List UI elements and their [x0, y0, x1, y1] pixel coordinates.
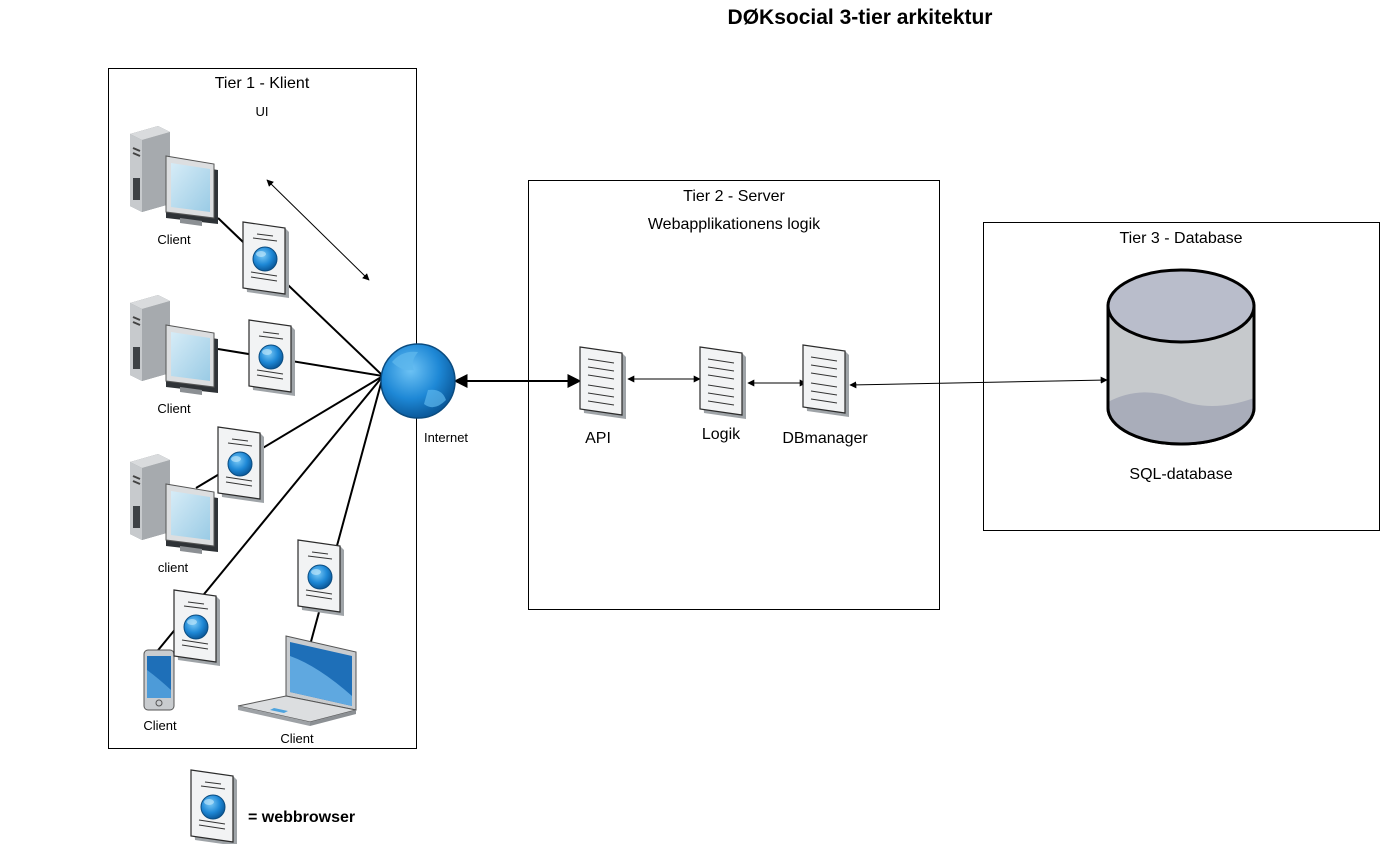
component-label-api: API [585, 430, 611, 447]
browser-page-globe-icon [217, 426, 265, 504]
desktop-computer-icon [129, 294, 219, 396]
diagram-title: DØKsocial 3-tier arkitektur [727, 6, 993, 29]
legend-label: = webbrowser [248, 809, 356, 826]
desktop-computer-icon [129, 125, 219, 227]
client-label-2: Client [157, 401, 191, 416]
client-label-4: Client [143, 718, 177, 733]
component-label-dbmanager: DBmanager [782, 430, 868, 447]
tier1-double-arrow [266, 179, 370, 281]
browser-page-globe-icon [248, 319, 296, 397]
globe-icon [380, 343, 456, 419]
client-label-1: Client [157, 232, 191, 247]
client-label-3: client [157, 560, 189, 575]
document-icon [699, 346, 747, 420]
legend-browser-icon [190, 769, 238, 844]
tier1-title: Tier 1 - Klient [214, 75, 310, 92]
browser-page-globe-icon [173, 589, 221, 667]
laptop-icon [237, 635, 357, 727]
document-icon [802, 344, 850, 418]
browser-page-globe-icon [242, 221, 290, 299]
tier2-title: Tier 2 - Server [683, 188, 785, 205]
tier3-title: Tier 3 - Database [1119, 230, 1243, 247]
document-icon [579, 346, 627, 420]
component-label-logik: Logik [701, 426, 741, 443]
database-cylinder-icon [1106, 268, 1256, 446]
client-label-5: Client [280, 731, 314, 746]
tier1-subtitle: UI [255, 104, 269, 119]
tablet-icon [143, 649, 175, 711]
internet-label: Internet [423, 430, 469, 445]
tier2-subtitle: Webapplikationens logik [647, 216, 821, 233]
desktop-computer-icon [129, 453, 219, 555]
database-label: SQL-database [1129, 466, 1233, 483]
dbmanager-database-arrow [849, 376, 1108, 389]
browser-page-globe-icon [297, 539, 345, 617]
